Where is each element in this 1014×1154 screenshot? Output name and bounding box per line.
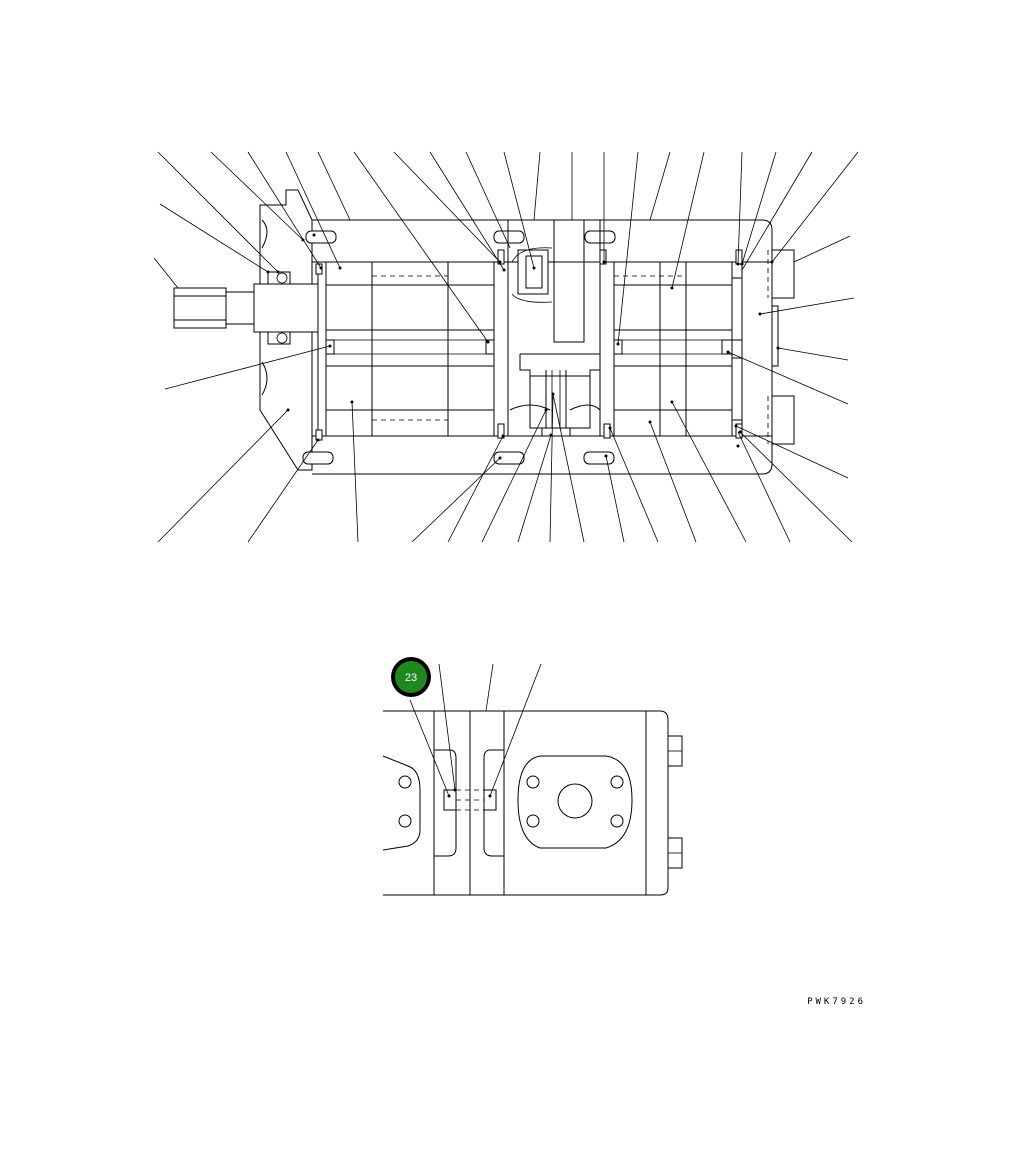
pump-side-view bbox=[382, 663, 683, 896]
callout-23[interactable]: 23 bbox=[391, 657, 431, 697]
drawing-code: PWK7926 bbox=[807, 997, 866, 1007]
leader-lines bbox=[153, 151, 859, 543]
pump-section-view bbox=[153, 151, 859, 543]
callout-number: 23 bbox=[405, 672, 417, 684]
